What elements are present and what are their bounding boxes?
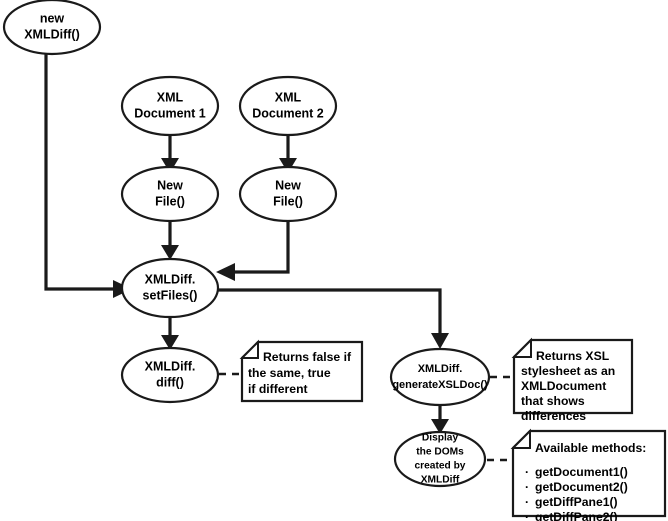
edge-genxsldoc-to-display xyxy=(431,406,449,434)
note-available-methods-item-1: getDocument1() xyxy=(535,465,628,479)
node-xml-document-2-line-1: XML xyxy=(275,90,302,104)
note-xsl-result-line-3: XMLDocument xyxy=(521,379,606,393)
node-new-xmldiff[interactable]: new XMLDiff() xyxy=(2,0,102,56)
edge-setfiles-to-genxsldoc xyxy=(214,288,449,349)
node-xmldiff-setfiles-line-1: XMLDiff. xyxy=(145,272,196,286)
edge-setfiles-to-diff xyxy=(161,316,179,350)
note-xsl-result: Returns XSL stylesheet as an XMLDocument… xyxy=(511,337,634,423)
note-diff-result-line-1: Returns false if xyxy=(263,350,352,364)
note-xsl-result-line-1: Returns XSL xyxy=(536,349,610,363)
note-bullet-marker-2: · xyxy=(525,480,529,494)
node-xmldiff-diff-line-1: XMLDiff. xyxy=(145,359,196,373)
note-available-methods-item-3: getDiffPane1() xyxy=(535,495,618,509)
note-diff-result-line-2: the same, true xyxy=(248,366,331,380)
node-new-file-2[interactable]: New File() xyxy=(238,165,338,223)
note-diff-result: Returns false if the same, true if diffe… xyxy=(239,339,364,403)
node-display-doms-line-4: XMLDiff xyxy=(421,475,460,486)
node-new-file-1-line-2: File() xyxy=(155,194,185,208)
node-xmldiff-generatexsldoc[interactable]: XMLDiff. generateXSLDoc() xyxy=(389,347,491,407)
note-available-methods-header: Available methods: xyxy=(535,441,646,455)
node-new-file-2-line-2: File() xyxy=(273,194,303,208)
edge-new-xmldiff-to-setfiles xyxy=(44,54,132,298)
node-xml-document-2-line-2: Document 2 xyxy=(252,106,324,120)
note-bullet-marker-4: · xyxy=(525,510,529,521)
note-bullet-marker-3: · xyxy=(525,495,529,509)
note-xsl-result-line-2: stylesheet as an xyxy=(521,364,615,378)
note-available-methods-item-2: getDocument2() xyxy=(535,480,628,494)
node-new-xmldiff-line-1: new xyxy=(40,11,65,25)
node-xml-document-2[interactable]: XML Document 2 xyxy=(238,75,338,137)
node-new-file-1-line-1: New xyxy=(157,178,183,192)
node-display-doms-line-3: created by xyxy=(415,461,466,472)
note-diff-result-line-3: if different xyxy=(248,382,308,396)
edge-doc1-to-newfile1 xyxy=(161,134,179,173)
node-xml-document-1-line-2: Document 1 xyxy=(134,106,206,120)
note-available-methods: Available methods: · getDocument1() · ge… xyxy=(510,428,667,521)
node-xml-document-1[interactable]: XML Document 1 xyxy=(120,75,220,137)
node-xmldiff-generatexsldoc-line-1: XMLDiff. xyxy=(418,363,463,375)
node-display-doms[interactable]: Display the DOMs created by XMLDiff xyxy=(393,430,487,488)
node-xml-document-1-line-1: XML xyxy=(157,90,184,104)
node-xmldiff-diff[interactable]: XMLDiff. diff() xyxy=(120,346,220,404)
node-new-file-1[interactable]: New File() xyxy=(120,165,220,223)
node-xmldiff-setfiles-line-2: setFiles() xyxy=(143,288,198,302)
note-bullet-marker-1: · xyxy=(525,465,529,479)
node-xmldiff-generatexsldoc-line-2: generateXSLDoc() xyxy=(392,379,488,391)
node-new-xmldiff-line-2: XMLDiff() xyxy=(24,27,80,41)
node-display-doms-line-2: the DOMs xyxy=(416,447,464,458)
edge-newfile1-to-setfiles xyxy=(161,221,179,260)
note-xsl-result-line-4: that shows xyxy=(521,394,585,408)
note-xsl-result-line-5: differences xyxy=(521,409,586,423)
node-new-file-2-line-1: New xyxy=(275,178,301,192)
edge-newfile2-to-setfiles xyxy=(216,221,290,281)
node-xmldiff-setfiles[interactable]: XMLDiff. setFiles() xyxy=(120,257,220,319)
node-xmldiff-diff-line-2: diff() xyxy=(156,375,184,389)
note-available-methods-item-4: getDiffPane2() xyxy=(535,510,618,521)
edge-doc2-to-newfile2 xyxy=(279,134,297,173)
node-display-doms-line-1: Display xyxy=(422,433,459,444)
